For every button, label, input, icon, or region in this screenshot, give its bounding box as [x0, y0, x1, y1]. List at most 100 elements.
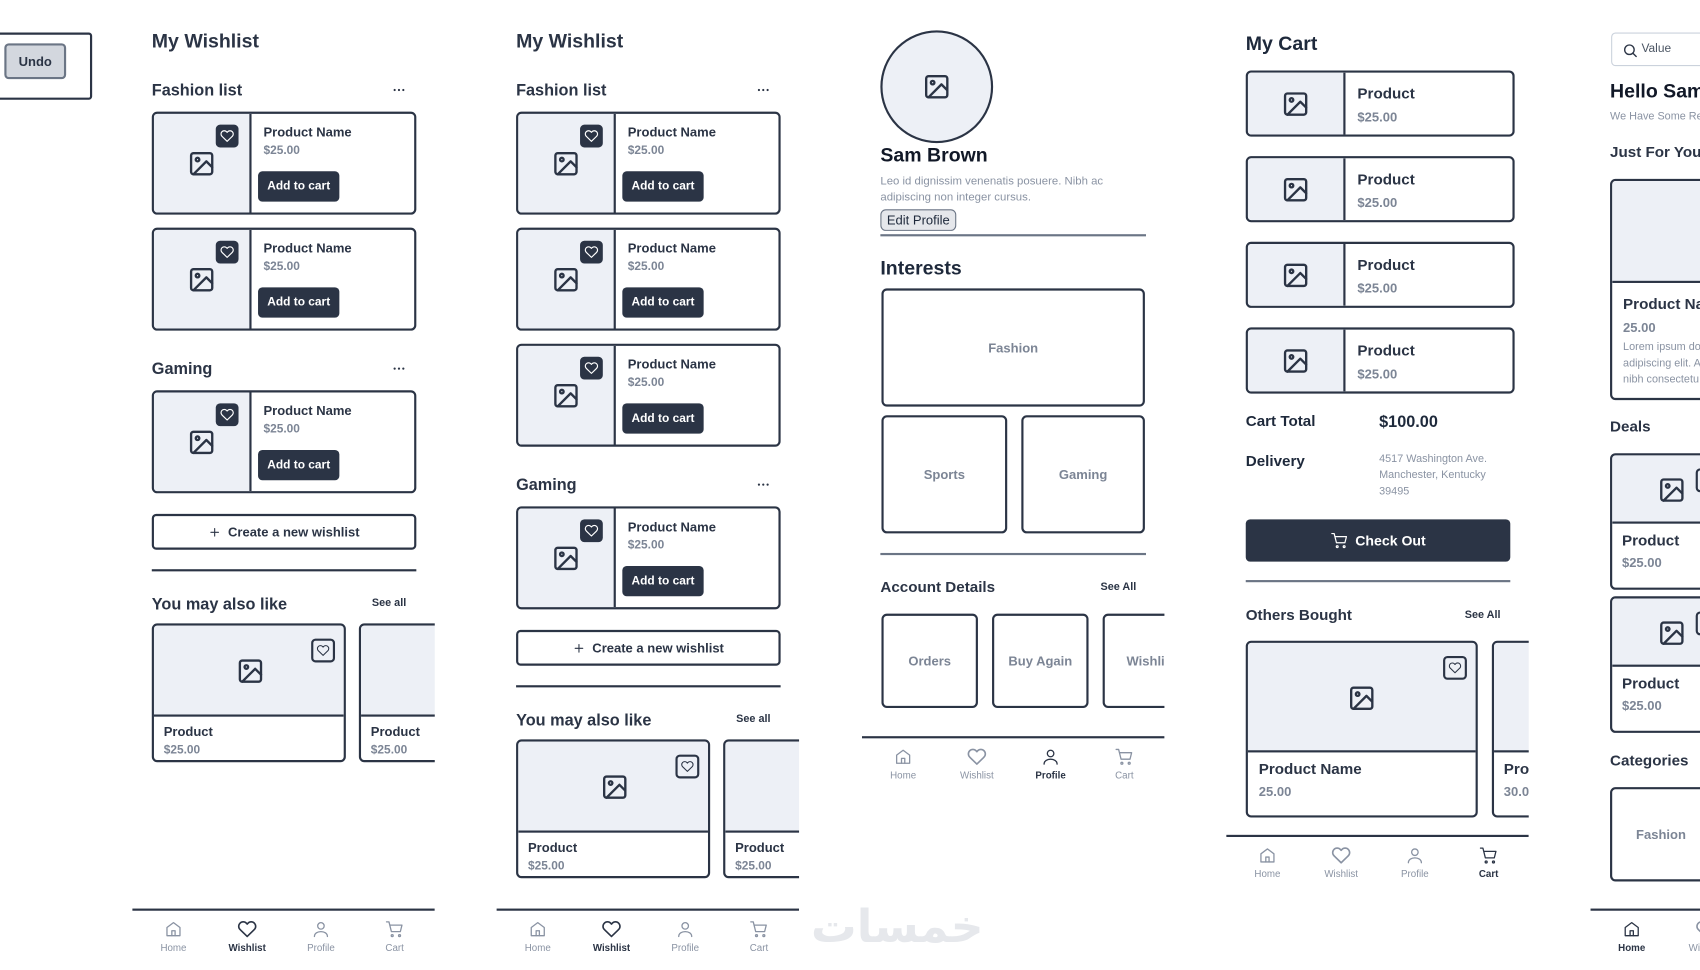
product-description: adipiscing elit. A: [1623, 357, 1700, 370]
wishlist-heart-button[interactable]: [215, 403, 239, 427]
interest-card[interactable]: Gaming: [1021, 415, 1145, 534]
nav-item-wishlist[interactable]: Wishlist: [579, 915, 644, 958]
see-all-link[interactable]: See all: [736, 713, 771, 726]
more-options-icon[interactable]: [392, 83, 405, 96]
nav-item-home[interactable]: Home: [505, 915, 570, 958]
nav-label: Profile: [1401, 868, 1429, 880]
product-image: [1612, 181, 1700, 283]
search-input[interactable]: Value: [1611, 32, 1700, 67]
wishlist-heart-button[interactable]: [1695, 468, 1700, 493]
add-to-cart-button[interactable]: Add to cart: [622, 171, 704, 202]
product-image: [725, 741, 800, 833]
section-title: Fashion list: [516, 80, 607, 100]
nav-item-home[interactable]: Home: [1235, 841, 1300, 884]
delivery-address: 39495: [1379, 485, 1410, 498]
nav-item-home[interactable]: Home: [871, 743, 936, 786]
nav-label: Wishlist: [1324, 868, 1358, 880]
nav-item-profile[interactable]: Profile: [653, 915, 718, 958]
product-image: [1494, 642, 1529, 753]
subtitle: We Have Some Re: [1610, 110, 1700, 123]
account-card[interactable]: Buy Again: [992, 613, 1089, 708]
image-icon: [236, 657, 264, 685]
plus-icon: [573, 641, 586, 654]
wishlist-heart-button[interactable]: [580, 356, 603, 380]
product-tile[interactable]: Product$25.00: [151, 623, 346, 763]
add-to-cart-button[interactable]: Add to cart: [258, 449, 340, 481]
user-icon: [1405, 846, 1425, 866]
add-to-cart-button[interactable]: Add to cart: [622, 403, 704, 434]
edit-profile-button[interactable]: Edit Profile: [880, 209, 957, 231]
add-to-cart-button[interactable]: Add to cart: [622, 565, 704, 597]
see-all-link[interactable]: See All: [1464, 609, 1501, 622]
product-name: Product: [1357, 341, 1415, 360]
product-tile[interactable]: Product$25.00: [1610, 596, 1700, 733]
nav-item-profile[interactable]: Profile: [288, 915, 353, 958]
add-to-cart-button[interactable]: Add to cart: [258, 287, 340, 318]
nav-item-wishlist[interactable]: Wishlist: [1309, 841, 1374, 884]
more-options-icon[interactable]: [392, 362, 405, 375]
nav-item-profile[interactable]: Profile: [1018, 743, 1083, 786]
wishlist-heart-button[interactable]: [1443, 655, 1467, 680]
checkout-button[interactable]: Check Out: [1245, 519, 1511, 562]
section-title: Account Details: [880, 578, 996, 596]
heart-icon: [602, 919, 622, 939]
heart-icon: [237, 919, 257, 939]
wishlist-heart-button[interactable]: [311, 638, 336, 663]
product-tile[interactable]: Product$25.00: [516, 739, 711, 879]
nav-item-cart[interactable]: Cart: [726, 915, 791, 958]
product-price: $25.00: [1357, 366, 1398, 382]
wishlist-heart-button[interactable]: [675, 754, 700, 779]
wishlist-heart-button[interactable]: [580, 124, 603, 148]
nav-item-home[interactable]: Home: [141, 915, 206, 958]
product-name: Product Name: [627, 356, 716, 372]
see-all-link[interactable]: See All: [1100, 581, 1137, 594]
interest-label: Sports: [923, 466, 965, 482]
undo-panel: [0, 32, 93, 100]
more-options-icon[interactable]: [757, 478, 770, 491]
nav-item-home[interactable]: Home: [1599, 915, 1664, 958]
wishlist-heart-button[interactable]: [215, 240, 239, 264]
checkout-label: Check Out: [1355, 532, 1426, 549]
undo-button[interactable]: Undo: [4, 43, 67, 80]
account-card[interactable]: Wishli: [1102, 613, 1165, 708]
category-card[interactable]: Fashion: [1610, 787, 1700, 882]
more-options-icon[interactable]: [757, 83, 770, 96]
nav-item-cart[interactable]: Cart: [1092, 743, 1157, 786]
product-tile[interactable]: Product$25.00: [1610, 453, 1700, 590]
product-image: [1247, 243, 1346, 306]
nav-item-cart[interactable]: Cart: [1456, 841, 1521, 884]
search-value: Value: [1641, 42, 1672, 56]
heart-icon: [1696, 919, 1700, 939]
product-tile[interactable]: Product$25.00: [358, 623, 435, 763]
nav-item-wishlist[interactable]: Wishlist: [944, 743, 1009, 786]
create-wishlist-button[interactable]: Create a new wishlist: [151, 513, 417, 550]
product-price: $25.00: [627, 539, 665, 553]
wishlist-heart-button[interactable]: [1695, 611, 1700, 636]
add-to-cart-button[interactable]: Add to cart: [622, 287, 704, 318]
product-tile[interactable]: Product$25.00: [723, 739, 800, 879]
interest-card[interactable]: Sports: [881, 415, 1008, 534]
create-wishlist-button[interactable]: Create a new wishlist: [516, 629, 781, 666]
wishlist-heart-button[interactable]: [580, 519, 603, 543]
nav-item-wishlist[interactable]: Wishlist: [215, 915, 280, 958]
nav-label: Wishlist: [592, 942, 631, 954]
nav-item-cart[interactable]: Cart: [362, 915, 427, 958]
product-price: $25.00: [263, 423, 300, 437]
add-to-cart-button[interactable]: Add to cart: [258, 171, 340, 202]
bottom-nav-divider: [1226, 834, 1529, 838]
image-icon: [188, 266, 216, 294]
nav-item-profile[interactable]: Profile: [1382, 841, 1447, 884]
wishlist-heart-button[interactable]: [580, 240, 603, 264]
account-card[interactable]: Orders: [881, 613, 978, 708]
wishlist-heart-button[interactable]: [215, 124, 239, 148]
cart-icon: [1330, 531, 1348, 549]
interest-card[interactable]: Fashion: [881, 288, 1145, 407]
nav-item-wishlist[interactable]: Wishlist: [1673, 915, 1700, 958]
product-price: 25.00: [1623, 319, 1656, 335]
see-all-link[interactable]: See all: [371, 597, 407, 610]
product-price: $25.00: [163, 744, 201, 758]
